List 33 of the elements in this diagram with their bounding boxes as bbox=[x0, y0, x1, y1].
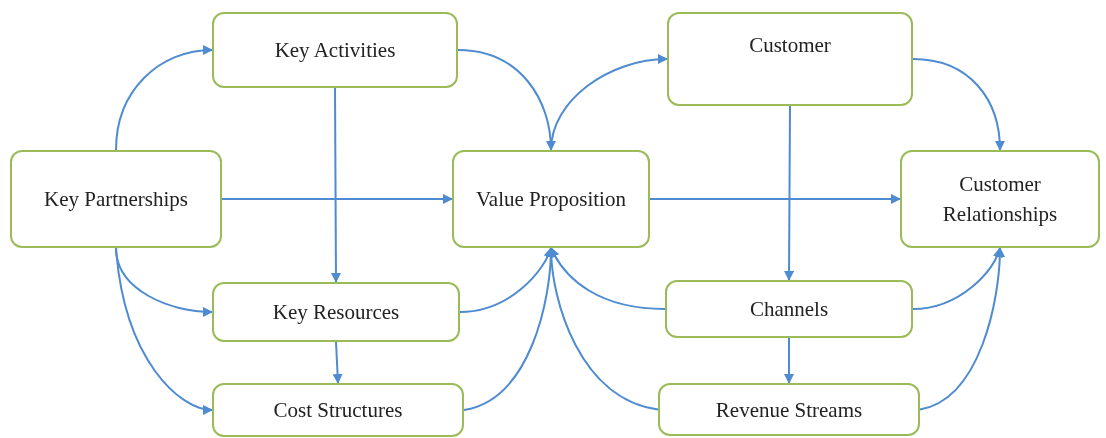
arrow bbox=[459, 247, 553, 313]
process-box bbox=[665, 280, 913, 338]
arrow bbox=[784, 337, 794, 384]
process-box bbox=[452, 150, 650, 248]
box-label: Key Activities bbox=[274, 37, 396, 64]
box-label: Customer Relationships bbox=[941, 171, 1059, 228]
arrow bbox=[649, 194, 901, 204]
box-label: Revenue Streams bbox=[715, 396, 863, 424]
process-box bbox=[212, 383, 464, 437]
arrow bbox=[784, 105, 795, 281]
arrow bbox=[550, 54, 668, 151]
box-label: Cost Structures bbox=[273, 397, 403, 424]
process-box bbox=[10, 150, 222, 248]
arrow bbox=[330, 87, 341, 283]
process-box bbox=[900, 150, 1100, 248]
process-box bbox=[658, 383, 920, 436]
arrow bbox=[221, 194, 453, 204]
arrow bbox=[332, 341, 343, 384]
arrow bbox=[912, 58, 1005, 151]
process-box bbox=[212, 282, 460, 342]
process-box bbox=[212, 12, 458, 88]
arrow bbox=[550, 247, 666, 310]
arrow bbox=[457, 49, 556, 151]
arrow bbox=[912, 247, 1002, 310]
box-label: Channels bbox=[749, 296, 829, 323]
box-label: Value Proposition bbox=[476, 186, 626, 213]
process-box bbox=[667, 12, 913, 106]
box-label: Customer bbox=[749, 32, 831, 59]
arrow bbox=[919, 247, 1005, 411]
arrow bbox=[115, 247, 213, 414]
arrow bbox=[115, 45, 213, 151]
box-label: Key Resources bbox=[272, 299, 400, 326]
box-label: Key Partnerships bbox=[43, 186, 189, 213]
